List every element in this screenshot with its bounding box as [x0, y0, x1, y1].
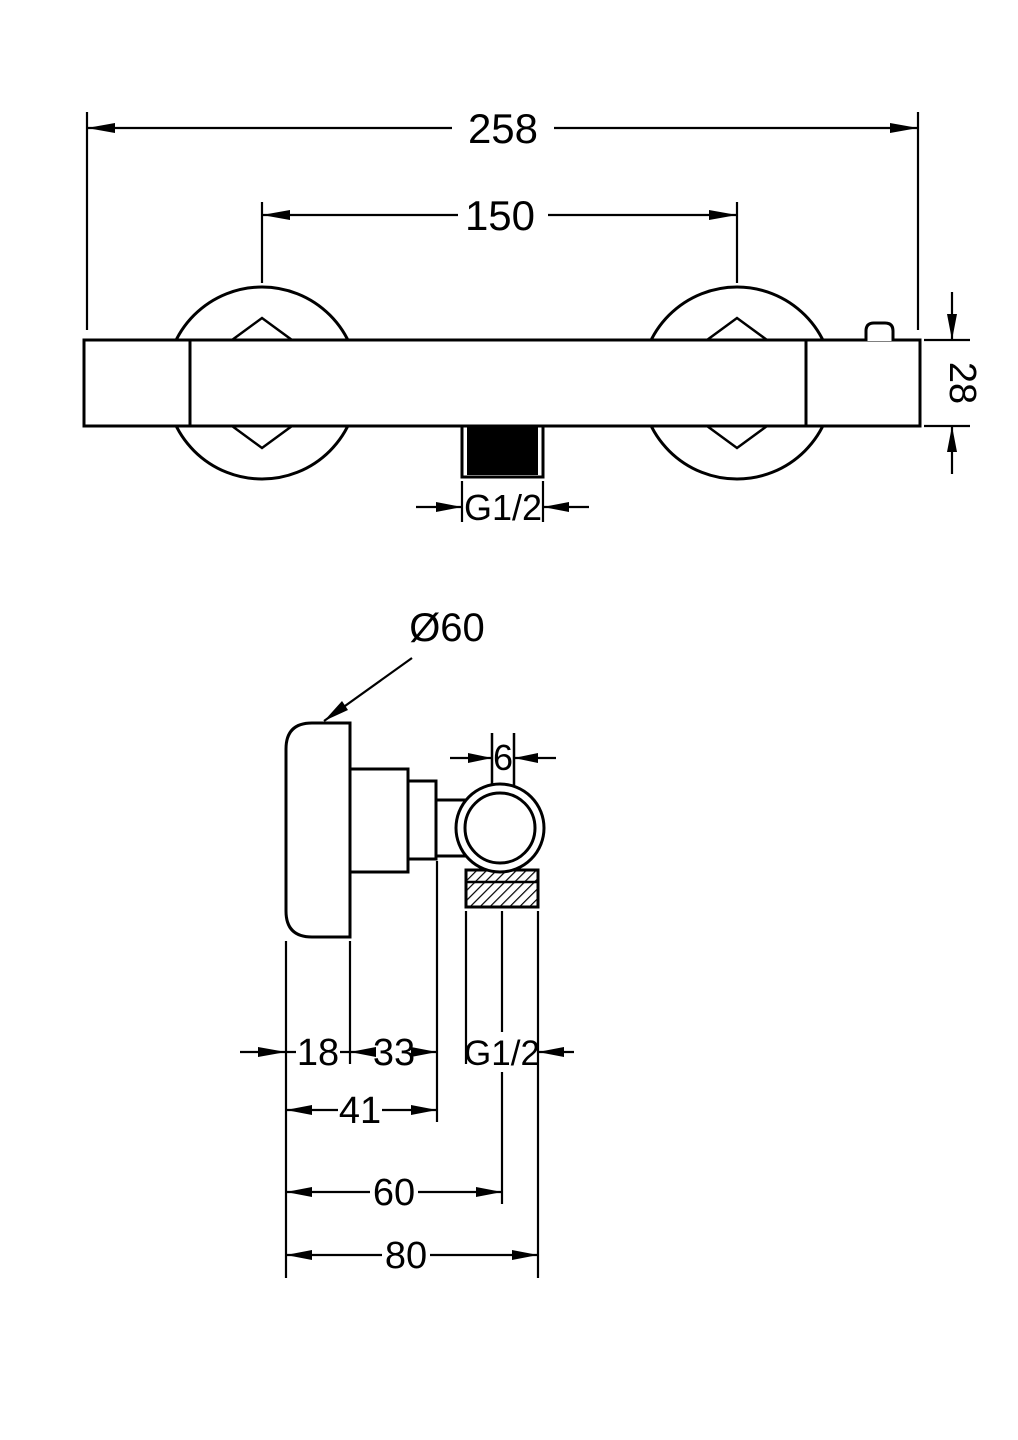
extension-lines — [85, 112, 970, 522]
outlet-thread-side — [464, 868, 540, 909]
bar-cross-section-inner — [463, 791, 537, 865]
front-view — [82, 285, 922, 481]
clamp-arms — [436, 798, 466, 858]
side-view — [284, 657, 546, 939]
diameter-leader-arrowhead — [324, 701, 348, 721]
clamp-step — [406, 779, 438, 861]
dim-depth-41: 41 — [339, 1090, 381, 1132]
thread-hatch — [466, 870, 538, 907]
dim-outlet-thread-front: G1/2 — [464, 487, 542, 528]
outlet-thread-front — [467, 426, 538, 475]
end-cap-lines — [188, 340, 808, 426]
dim-escutcheon-depth: 18 — [297, 1032, 339, 1074]
front-view-dimensions: 258 150 G1/2 28 — [85, 105, 983, 528]
side-view-dimensions: Ø60 6 18 33 G1/2 41 60 80 — [240, 606, 574, 1278]
dim-depth-80: 80 — [385, 1235, 427, 1277]
dim-body-depth: 33 — [373, 1032, 415, 1074]
mounting-diamonds — [228, 316, 771, 450]
dim-outlet-thread-side: G1/2 — [464, 1034, 540, 1073]
dim-body-height: 28 — [941, 362, 983, 404]
dimension-lines — [87, 126, 918, 217]
diverter-knob — [864, 321, 895, 341]
escutcheon-side-profile — [284, 721, 352, 939]
bar-cross-section-outer — [454, 782, 546, 874]
valve-body-bar — [82, 338, 922, 428]
dim-escutcheon-diameter: Ø60 — [409, 606, 485, 650]
dim-slot-width: 6 — [493, 737, 513, 778]
dim-center-distance: 150 — [465, 192, 535, 239]
dim-total-width: 258 — [468, 105, 538, 152]
valve-body-step — [348, 767, 410, 874]
dim-depth-60: 60 — [373, 1172, 415, 1214]
